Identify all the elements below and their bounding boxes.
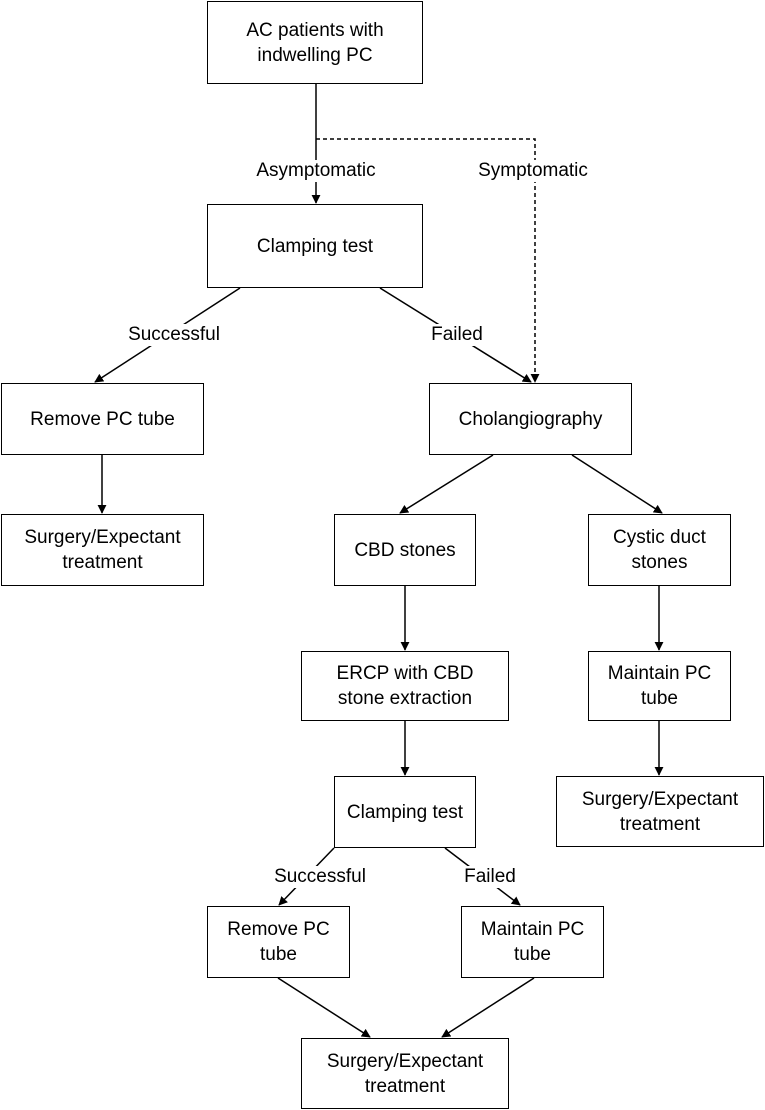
node-clamping-test-2: Clamping test	[334, 776, 476, 848]
edge-label-symptomatic: Symptomatic	[475, 160, 591, 182]
node-remove-pc-tube-1: Remove PC tube	[1, 383, 204, 455]
edge-label-successful-1: Successful	[125, 324, 223, 346]
edge-label-failed-2: Failed	[461, 866, 519, 888]
edge-remove2-to-surgery	[277, 977, 371, 1038]
node-clamping-test-1: Clamping test	[207, 204, 423, 288]
edge-maintain2-to-surgery	[441, 977, 535, 1038]
edge-cholangio-to-cystic	[571, 454, 663, 514]
edge-cholangio-to-cbd	[399, 454, 494, 514]
node-cholangiography: Cholangiography	[429, 383, 632, 455]
node-cbd-stones: CBD stones	[334, 514, 476, 586]
edge-symptomatic-dashed	[316, 138, 540, 383]
edge-label-failed-1: Failed	[428, 324, 486, 346]
edge-label-successful-2: Successful	[271, 866, 369, 888]
edge-label-asymptomatic: Asymptomatic	[253, 160, 379, 182]
